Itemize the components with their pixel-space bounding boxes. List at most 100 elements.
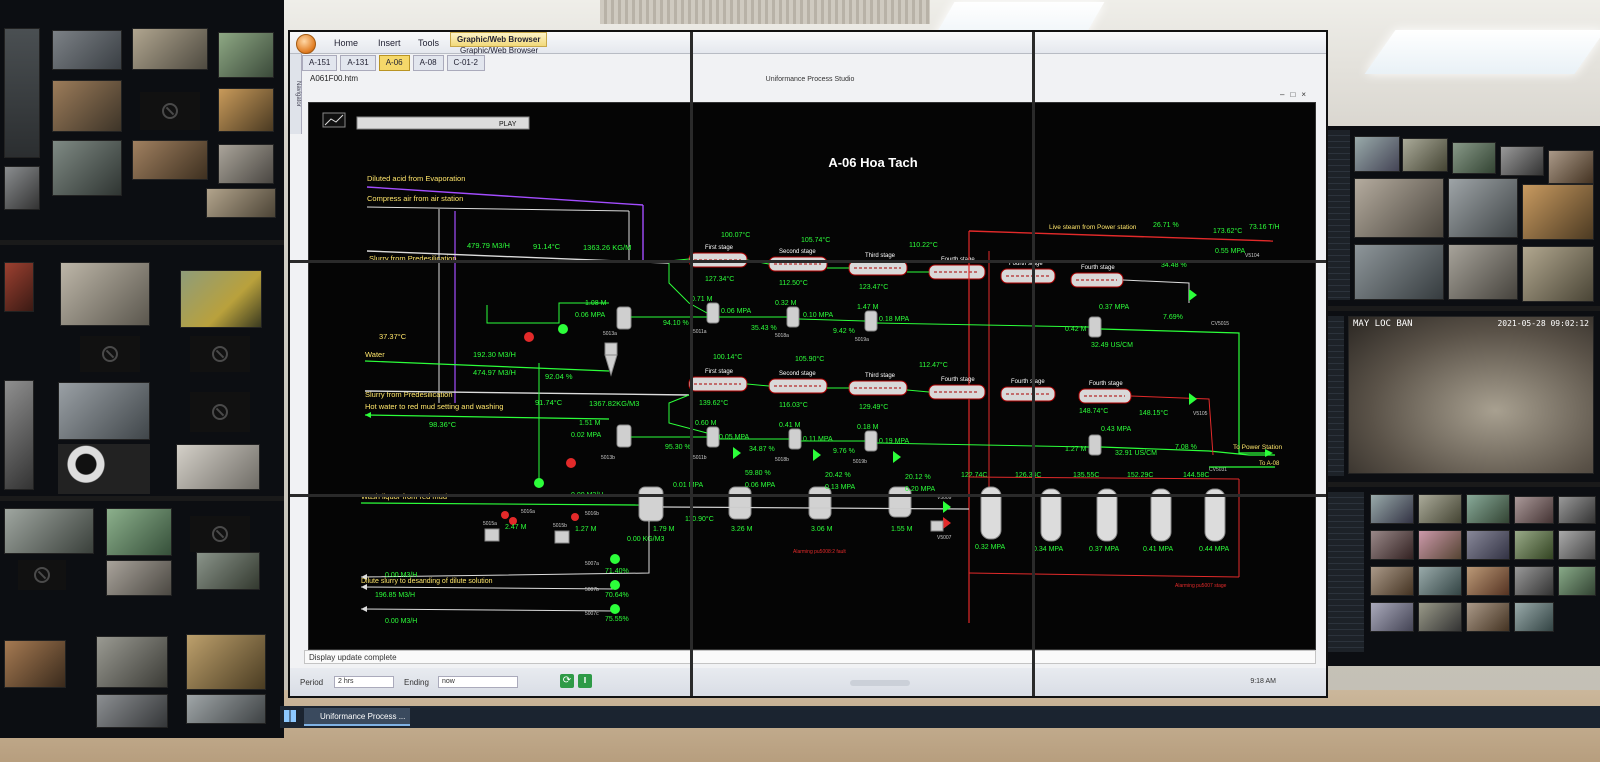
pump-status-red[interactable] — [509, 517, 517, 525]
reading-f4-press: 0.41 MPA — [1143, 546, 1174, 553]
heater-stage-1-bot[interactable] — [688, 376, 748, 392]
heater-stage-2-bot[interactable] — [768, 378, 828, 394]
vessel-f2[interactable] — [1040, 488, 1062, 542]
diagram-title: A-06 Hoa Tach — [828, 155, 917, 170]
camera-tile — [1354, 178, 1444, 238]
pump-5007c-status[interactable] — [610, 604, 620, 614]
reading-f4-temp: 152.29C — [1127, 472, 1153, 479]
flash-tank-b2[interactable] — [788, 428, 802, 450]
reading-stage1-bot-temp: 100.14°C — [713, 353, 742, 361]
camera-tile — [4, 640, 66, 688]
vessel-f3[interactable] — [1096, 488, 1118, 542]
flash-tank-s3[interactable] — [864, 310, 878, 332]
pump-5015a[interactable] — [484, 528, 500, 542]
flash-tank-s1[interactable] — [706, 302, 720, 324]
heater-stage-4c-top[interactable] — [1070, 272, 1124, 288]
flash-tank-s4[interactable] — [1088, 316, 1102, 338]
valve-v5009[interactable] — [943, 501, 951, 513]
pump-5015b[interactable] — [554, 530, 570, 544]
camera-tile — [4, 262, 34, 312]
heater-stage-4c-bot[interactable] — [1078, 388, 1132, 404]
period-select[interactable]: 2 hrs — [334, 676, 394, 688]
valve-v5007[interactable] — [943, 517, 951, 529]
ribbon-context-tab[interactable]: Graphic/Web Browser — [450, 32, 548, 47]
label-live-steam: Live steam from Power station — [1049, 224, 1137, 231]
reading-b2-level: 0.41 M — [779, 422, 801, 429]
ribbon-tab-home[interactable]: Home — [334, 38, 359, 48]
pump-5007[interactable] — [930, 520, 944, 532]
valve[interactable] — [1189, 289, 1197, 301]
pump-status-red[interactable] — [571, 513, 579, 521]
flash-tank-s2[interactable] — [786, 306, 800, 328]
pump-status-red[interactable] — [524, 332, 534, 342]
flash-tank-b4[interactable] — [1088, 434, 1102, 456]
reading-f3-press: 0.37 MPA — [1089, 546, 1120, 553]
vessel-f4[interactable] — [1150, 488, 1172, 542]
tank-t2[interactable] — [808, 486, 832, 520]
right-camera-wall: MAY LOC BAN 2021-05-28 09:02:12 — [1318, 126, 1600, 666]
valve[interactable] — [813, 449, 821, 461]
tag-5013b: 5013b — [601, 455, 615, 461]
heater-stage-3-bot[interactable] — [848, 380, 908, 396]
pump-status-green[interactable] — [534, 478, 544, 488]
window-controls[interactable]: –□× — [1280, 90, 1312, 99]
camera-tile — [1466, 566, 1510, 596]
ribbon: Home Insert Tools Graphic/Web Browser Gr… — [290, 32, 1326, 55]
camera-tile — [218, 32, 274, 78]
pump-status-red[interactable] — [501, 511, 509, 519]
reading-out-flow1: 0.00 M3/H — [385, 572, 417, 579]
navigator-strip[interactable]: Navigator — [290, 54, 302, 134]
reading-flow-top: 479.79 M3/H — [467, 241, 510, 250]
heater-stage-4a-bot[interactable] — [928, 384, 986, 400]
tank-5013b[interactable] — [616, 424, 632, 448]
doc-tab-a151[interactable]: A-151 — [302, 55, 338, 71]
valve[interactable] — [893, 451, 901, 463]
ending-select[interactable]: now — [438, 676, 518, 688]
tank-t1[interactable] — [728, 486, 752, 520]
reading-s3t-b: 129.49°C — [859, 403, 888, 411]
camera-tile — [1466, 530, 1510, 560]
camera-offline — [18, 560, 66, 590]
refresh-icon[interactable]: ⟳ — [560, 674, 574, 688]
ribbon-tab-insert[interactable]: Insert — [378, 38, 401, 48]
play-button[interactable]: PLAY — [499, 121, 517, 128]
ceiling-light — [1364, 30, 1600, 74]
doc-tab-a08[interactable]: A-08 — [412, 55, 444, 71]
doc-tab-c012[interactable]: C-01-2 — [446, 55, 485, 71]
start-icon[interactable] — [284, 710, 296, 722]
doc-tab-a131[interactable]: A-131 — [340, 55, 376, 71]
app-orb-button[interactable] — [296, 34, 316, 54]
heater-stage-3-top[interactable] — [848, 260, 908, 276]
ribbon-tab-tools[interactable]: Tools — [418, 38, 440, 48]
pump-5007b-status[interactable] — [610, 580, 620, 590]
reading-out-pct3: 75.55% — [605, 616, 629, 623]
reading-v3-pct: 20.12 % — [905, 474, 931, 481]
valve[interactable] — [1189, 393, 1197, 405]
camera-tile — [1448, 244, 1518, 300]
camera-tile — [60, 262, 150, 326]
tank-main-bottom[interactable] — [638, 486, 664, 522]
tank-5013a[interactable] — [616, 306, 632, 330]
doc-tab-a06[interactable]: A-06 — [378, 55, 410, 71]
vessel-f1[interactable] — [980, 486, 1002, 540]
pump-status-red[interactable] — [566, 458, 576, 468]
tag-v5007: V5007 — [937, 535, 952, 541]
camera-tile — [52, 140, 122, 196]
pump-status-green[interactable] — [558, 324, 568, 334]
valve[interactable] — [733, 447, 741, 459]
trend-icon[interactable] — [322, 112, 346, 128]
flash-tank-b3[interactable] — [864, 430, 878, 452]
scrollbar[interactable] — [850, 680, 910, 686]
ribbon-context-subtab[interactable]: Graphic/Web Browser — [460, 46, 539, 55]
taskbar-item-uniformance[interactable]: Uniformance Process ... — [304, 708, 410, 726]
playback-toolbar[interactable] — [356, 116, 530, 130]
pause-icon[interactable]: ‖ — [578, 674, 592, 688]
vessel-f5[interactable] — [1204, 488, 1226, 542]
flash-tank-b1[interactable] — [706, 426, 720, 448]
heater-stage-4b-top[interactable] — [1000, 268, 1056, 284]
heater-stage-4a-top[interactable] — [928, 264, 986, 280]
pump-5007a-status[interactable] — [610, 554, 620, 564]
cyclone[interactable] — [604, 354, 618, 377]
heater-stage-4b-bot[interactable] — [1000, 386, 1056, 402]
stage-label-2: Second stage — [779, 249, 816, 255]
